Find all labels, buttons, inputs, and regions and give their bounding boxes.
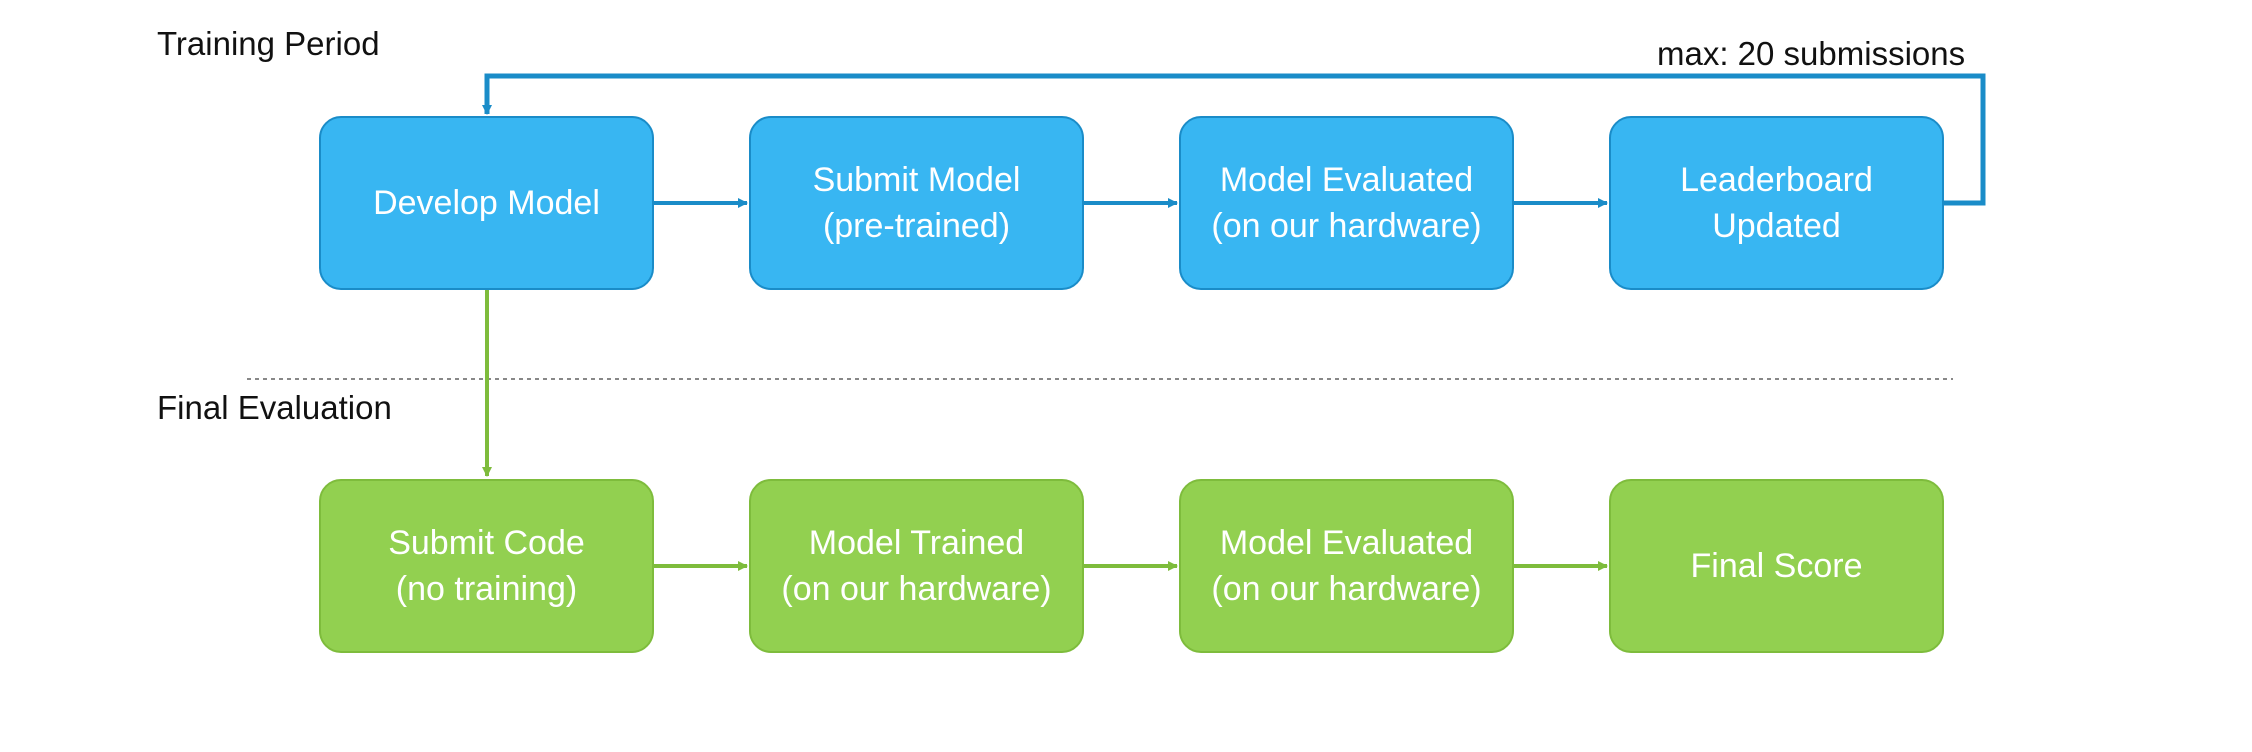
step-label: Leaderboard (1680, 161, 1873, 199)
step-submit-model: Submit Model (pre-trained) (749, 116, 1084, 290)
step-sublabel: Updated (1712, 207, 1841, 245)
step-submit-code: Submit Code (no training) (319, 479, 654, 653)
step-label: Model Evaluated (1219, 524, 1474, 562)
step-sublabel: (on our hardware) (1211, 570, 1482, 608)
step-sublabel: (no training) (395, 570, 578, 608)
step-label: Develop Model (373, 184, 600, 222)
step-leaderboard-updated: Leaderboard Updated (1609, 116, 1944, 290)
step-label: Final Score (1690, 547, 1863, 585)
loop-label: max: 20 submissions (1657, 35, 1966, 72)
step-model-trained: Model Trained (on our hardware) (749, 479, 1084, 653)
step-label: Submit Model (812, 161, 1021, 199)
step-sublabel: (on our hardware) (1211, 207, 1482, 245)
step-label: Model Trained (808, 524, 1025, 562)
step-model-evaluated-final: Model Evaluated (on our hardware) (1179, 479, 1514, 653)
step-model-evaluated: Model Evaluated (on our hardware) (1179, 116, 1514, 290)
loop-arrow (482, 73, 1986, 206)
step-sublabel: (pre-trained) (822, 207, 1011, 245)
step-sublabel: (on our hardware) (781, 570, 1052, 608)
step-final-score: Final Score (1609, 479, 1944, 653)
section-label-final: Final Evaluation (157, 389, 392, 426)
step-label: Model Evaluated (1219, 161, 1474, 199)
step-label: Submit Code (388, 524, 585, 562)
section-label-training: Training Period (157, 25, 380, 62)
step-develop-model: Develop Model (319, 116, 654, 290)
